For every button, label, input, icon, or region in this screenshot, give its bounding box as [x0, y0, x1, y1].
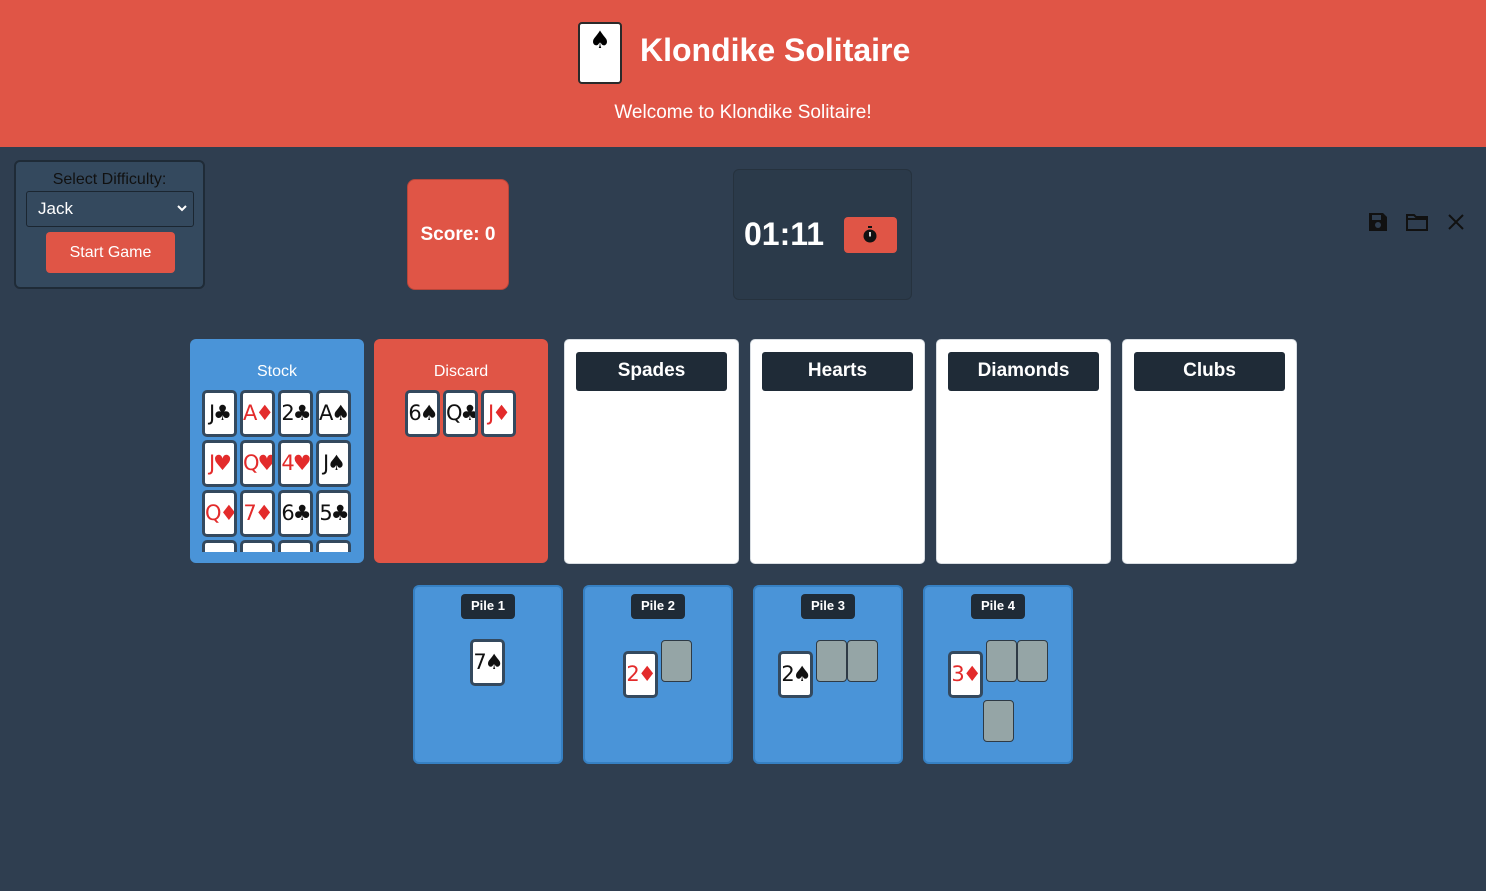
stopwatch-icon [863, 226, 877, 243]
pile-label: Pile 2 [631, 594, 685, 619]
playing-card[interactable]: 5♣ [316, 490, 351, 537]
foundation-spades[interactable]: Spades [564, 339, 739, 564]
app-title: Klondike Solitaire [640, 32, 911, 68]
foundation-label: Clubs [1134, 352, 1285, 391]
chevron-down-icon [176, 192, 188, 239]
difficulty-label: Select Difficulty: [52, 171, 167, 188]
open-button[interactable] [1405, 211, 1428, 233]
playing-card[interactable]: J♥ [202, 440, 237, 487]
face-down-card [661, 640, 692, 682]
difficulty-panel: Select Difficulty: Jack Start Game [14, 160, 205, 289]
discard-title: Discard [433, 363, 489, 380]
playing-card[interactable]: Q♣ [443, 390, 478, 437]
playing-card[interactable]: Q♥ [240, 440, 275, 487]
tableau-card[interactable]: 2♦ [623, 651, 658, 698]
tableau-card[interactable]: 2♠ [778, 651, 813, 698]
playing-card-partial[interactable] [316, 540, 351, 552]
close-button[interactable] [1445, 211, 1467, 233]
pile-label: Pile 3 [801, 594, 855, 619]
playing-card-partial[interactable] [202, 540, 237, 552]
timer-display: 01:11 [744, 216, 825, 252]
playing-card[interactable]: J♦ [481, 390, 516, 437]
tableau-card[interactable]: 3♦ [948, 651, 983, 698]
difficulty-selected-value: Jack [38, 199, 73, 218]
foundation-label: Spades [576, 352, 727, 391]
start-game-button[interactable]: Start Game [46, 232, 175, 273]
playing-card[interactable]: A♦ [240, 390, 275, 437]
tableau-pile-3[interactable]: Pile 3 2♠ [753, 585, 903, 764]
save-button[interactable] [1367, 211, 1389, 233]
stock-title: Stock [256, 363, 297, 380]
playing-card-partial[interactable] [240, 540, 275, 552]
foundation-clubs[interactable]: Clubs [1122, 339, 1297, 564]
foundation-label: Diamonds [948, 352, 1099, 391]
score-display: Score: 0 [407, 179, 509, 290]
stock-card-grid: J♣A♦2♣A♠ J♥Q♥4♥J♠ Q♦7♦6♣5♣ [202, 390, 354, 552]
playing-card-partial[interactable] [278, 540, 313, 552]
foundation-hearts[interactable]: Hearts [750, 339, 925, 564]
spade-card-logo-icon: ♠ [578, 22, 622, 84]
tableau-pile-1[interactable]: Pile 1 7♠ [413, 585, 563, 764]
folder-icon [1406, 214, 1428, 231]
playing-card[interactable]: 7♦ [240, 490, 275, 537]
face-down-card [847, 640, 878, 682]
tableau-pile-4[interactable]: Pile 4 3♦ [923, 585, 1073, 764]
playing-card[interactable]: 4♥ [278, 440, 313, 487]
discard-card-grid: 6♠Q♣J♦ [405, 390, 525, 552]
playing-card[interactable]: Q♦ [202, 490, 237, 537]
tableau-pile-2[interactable]: Pile 2 2♦ [583, 585, 733, 764]
playing-card[interactable]: 6♠ [405, 390, 440, 437]
stock-pile[interactable]: Stock J♣A♦2♣A♠ J♥Q♥4♥J♠ Q♦7♦6♣5♣ [190, 339, 364, 563]
face-down-card [983, 700, 1014, 742]
foundation-diamonds[interactable]: Diamonds [936, 339, 1111, 564]
playing-card[interactable]: 6♣ [278, 490, 313, 537]
timer-toggle-button[interactable] [844, 217, 897, 253]
face-down-card [986, 640, 1017, 682]
face-down-card [816, 640, 847, 682]
pile-label: Pile 1 [461, 594, 515, 619]
foundation-label: Hearts [762, 352, 913, 391]
close-icon [1448, 214, 1464, 230]
playing-card[interactable]: J♠ [316, 440, 351, 487]
difficulty-select[interactable]: Jack [26, 191, 194, 227]
save-icon [1369, 213, 1387, 231]
playing-card[interactable]: J♣ [202, 390, 237, 437]
playing-card[interactable]: 2♣ [278, 390, 313, 437]
app-header: ♠ Klondike Solitaire Welcome to Klondike… [0, 0, 1486, 147]
welcome-message: Welcome to Klondike Solitaire! [614, 102, 872, 123]
timer-panel: 01:11 [733, 169, 912, 300]
playing-card[interactable]: A♠ [316, 390, 351, 437]
tableau-card[interactable]: 7♠ [470, 639, 505, 686]
pile-label: Pile 4 [971, 594, 1025, 619]
face-down-card [1017, 640, 1048, 682]
discard-pile[interactable]: Discard 6♠Q♣J♦ [374, 339, 548, 563]
